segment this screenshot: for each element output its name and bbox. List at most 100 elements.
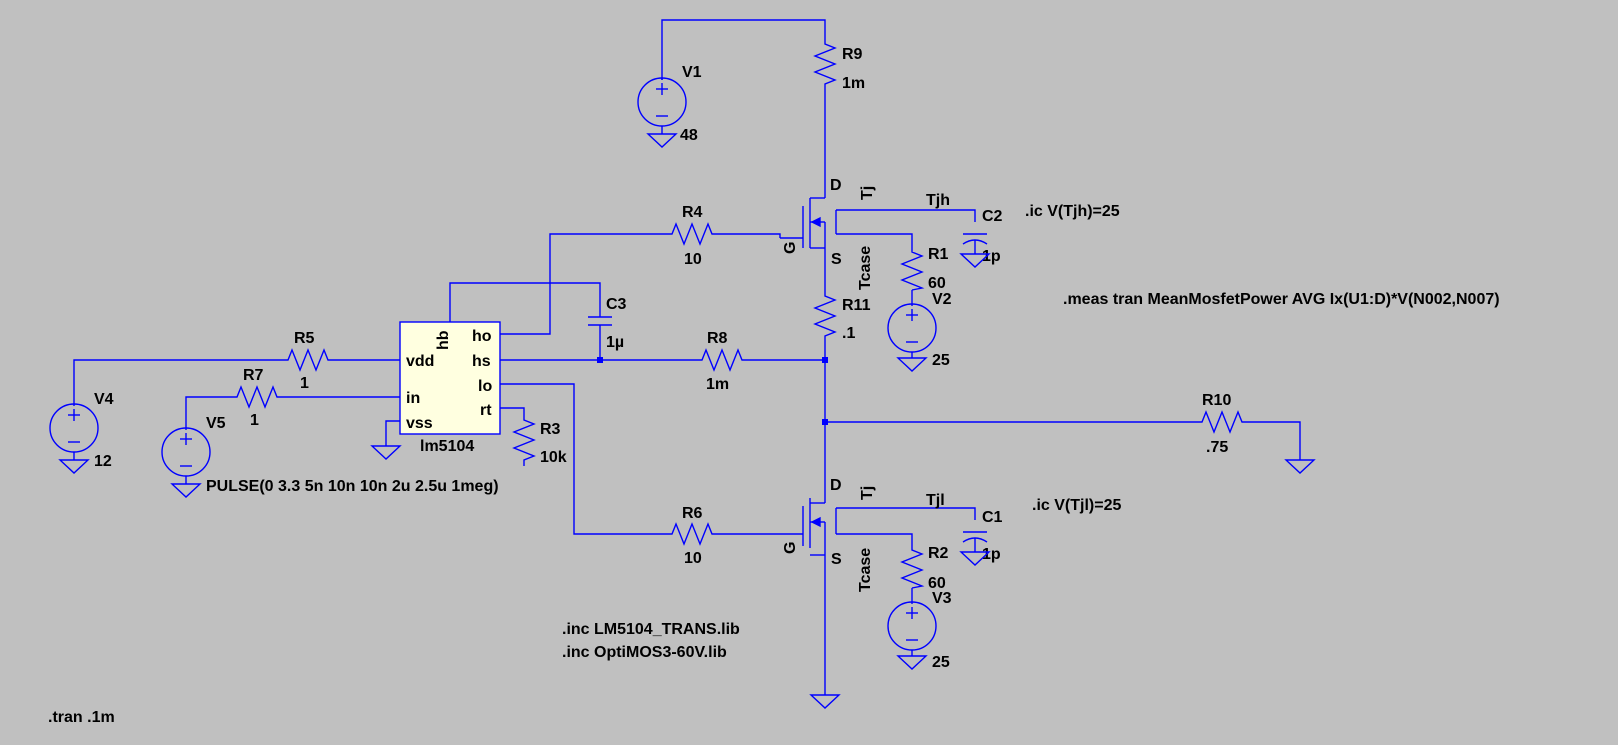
wire-ho-r4 [500,233,666,335]
wire-tjl-c1 [836,507,976,520]
r1-name: R1 [928,246,949,263]
r11-name: R11 [842,297,871,314]
resistor-r3[interactable]: R3 10k [512,416,567,466]
wire-tjh-c2 [836,209,976,222]
capacitor-c3[interactable]: C3 1µ [588,296,627,351]
ground-lowside [809,694,841,709]
r8-value: 1m [706,376,729,393]
high-fet-d-label: D [830,177,842,194]
ic-pin-vdd: vdd [406,353,434,370]
resistor-r10[interactable]: R10 .75 [1196,392,1244,456]
wire-r5-v4 [73,359,282,406]
ic-name: lm5104 [420,438,474,455]
v4-value: 12 [94,453,112,470]
resistor-r1[interactable]: R1 60 [900,246,949,292]
net-label-tjh: Tjh [926,192,950,209]
high-fet-g-label: G [782,242,799,254]
r11-value: .1 [842,325,855,342]
voltage-source-v2[interactable]: V2 25 [887,291,952,369]
resistor-r9[interactable]: R9 1m [813,38,865,92]
c2-value: 1p [982,248,1001,265]
junction-hs [597,357,603,363]
ic-lm5104[interactable]: hb ho vdd hs in lo vss rt lm5104 [399,321,501,455]
ground-r10 [1284,459,1316,474]
v5-value: PULSE(0 3.3 5n 10n 10n 2u 2.5u 1meg) [206,478,499,495]
directive-meas[interactable]: .meas tran MeanMosfetPower AVG Ix(U1:D)*… [1063,291,1500,308]
ic-pin-hs: hs [472,353,491,370]
r2-name: R2 [928,545,949,562]
resistor-r11[interactable]: R11 .1 [813,290,871,344]
r4-name: R4 [682,204,703,221]
low-fet-s-label: S [831,551,842,568]
v5-name: V5 [206,415,226,432]
junction-switch-out [822,419,828,425]
c2-name: C2 [982,208,1003,225]
low-fet-tj-label: Tj [859,486,876,500]
v3-value: 25 [932,654,950,671]
wire-rt-r3 [500,407,525,416]
mosfet-low-side[interactable]: D G S Tj Tcase [780,477,876,592]
directive-ic-low[interactable]: .ic V(Tjl)=25 [1032,497,1121,514]
r8-name: R8 [707,330,728,347]
r7-value: 1 [250,412,259,429]
low-fet-d-label: D [830,477,842,494]
wire-r4-gate [714,233,781,238]
capacitor-c1[interactable]: C1 1p [962,509,1003,563]
c1-name: C1 [982,509,1003,526]
voltage-source-v5[interactable]: V5 PULSE(0 3.3 5n 10n 10n 2u 2.5u 1meg) [161,415,499,495]
wire-hb-c3 [449,282,601,322]
resistor-r7[interactable]: R7 1 [231,367,279,429]
ground-v2 [896,357,928,372]
wire-r7-v5 [185,396,231,430]
c3-name: C3 [606,296,627,313]
r5-name: R5 [294,330,315,347]
v2-name: V2 [932,291,952,308]
r9-value: 1m [842,75,865,92]
wire-v1-r9 [661,19,826,80]
r3-value: 10k [540,449,567,466]
r5-value: 1 [300,375,309,392]
low-fet-tcase-label: Tcase [857,548,874,592]
wire-lo-r6 [500,383,666,535]
directive-inc-optimos[interactable]: .inc OptiMOS3-60V.lib [562,644,727,661]
ground-vss [370,445,402,460]
resistor-r8[interactable]: R8 1m [696,330,744,393]
v2-value: 25 [932,352,950,369]
r1-value: 60 [928,275,946,292]
voltage-source-v4[interactable]: V4 12 [49,391,114,470]
junction-switch-top [822,357,828,363]
r6-name: R6 [682,505,703,522]
c1-value: 1p [982,546,1001,563]
r3-name: R3 [540,421,561,438]
resistor-r2[interactable]: R2 60 [900,545,949,592]
high-fet-tcase-label: Tcase [857,246,874,290]
directive-ic-high[interactable]: .ic V(Tjh)=25 [1025,203,1120,220]
directive-tran[interactable]: .tran .1m [48,709,115,726]
voltage-source-v1[interactable]: V1 48 [637,64,702,144]
wire-r10-ground [1244,421,1301,460]
v3-name: V3 [932,590,952,607]
r9-name: R9 [842,46,863,63]
resistor-r5[interactable]: R5 1 [282,330,330,392]
resistor-r4[interactable]: R4 10 [666,204,714,268]
wire-tcase-r1 [836,233,913,248]
ground-v4 [58,459,90,474]
ic-pin-vss: vss [406,415,433,432]
resistor-r6[interactable]: R6 10 [666,505,714,567]
directive-inc-lm5104[interactable]: .inc LM5104_TRANS.lib [562,621,740,638]
ic-pin-rt: rt [480,402,492,419]
mosfet-high-side[interactable]: D G S Tj Tcase [780,177,876,290]
ic-pin-hb: hb [435,330,452,350]
ic-pin-in: in [406,390,420,407]
r10-value: .75 [1206,439,1228,456]
wires [73,19,1301,695]
wire-tcase-r2 [836,533,913,546]
ground-v3 [896,655,928,670]
r7-name: R7 [243,367,264,384]
ground-c1 [959,551,991,566]
high-fet-s-label: S [831,251,842,268]
voltage-source-v3[interactable]: V3 25 [887,590,952,671]
ic-pin-ho: ho [472,328,492,345]
capacitor-c2[interactable]: C2 1p [962,208,1003,265]
r6-value: 10 [684,550,702,567]
